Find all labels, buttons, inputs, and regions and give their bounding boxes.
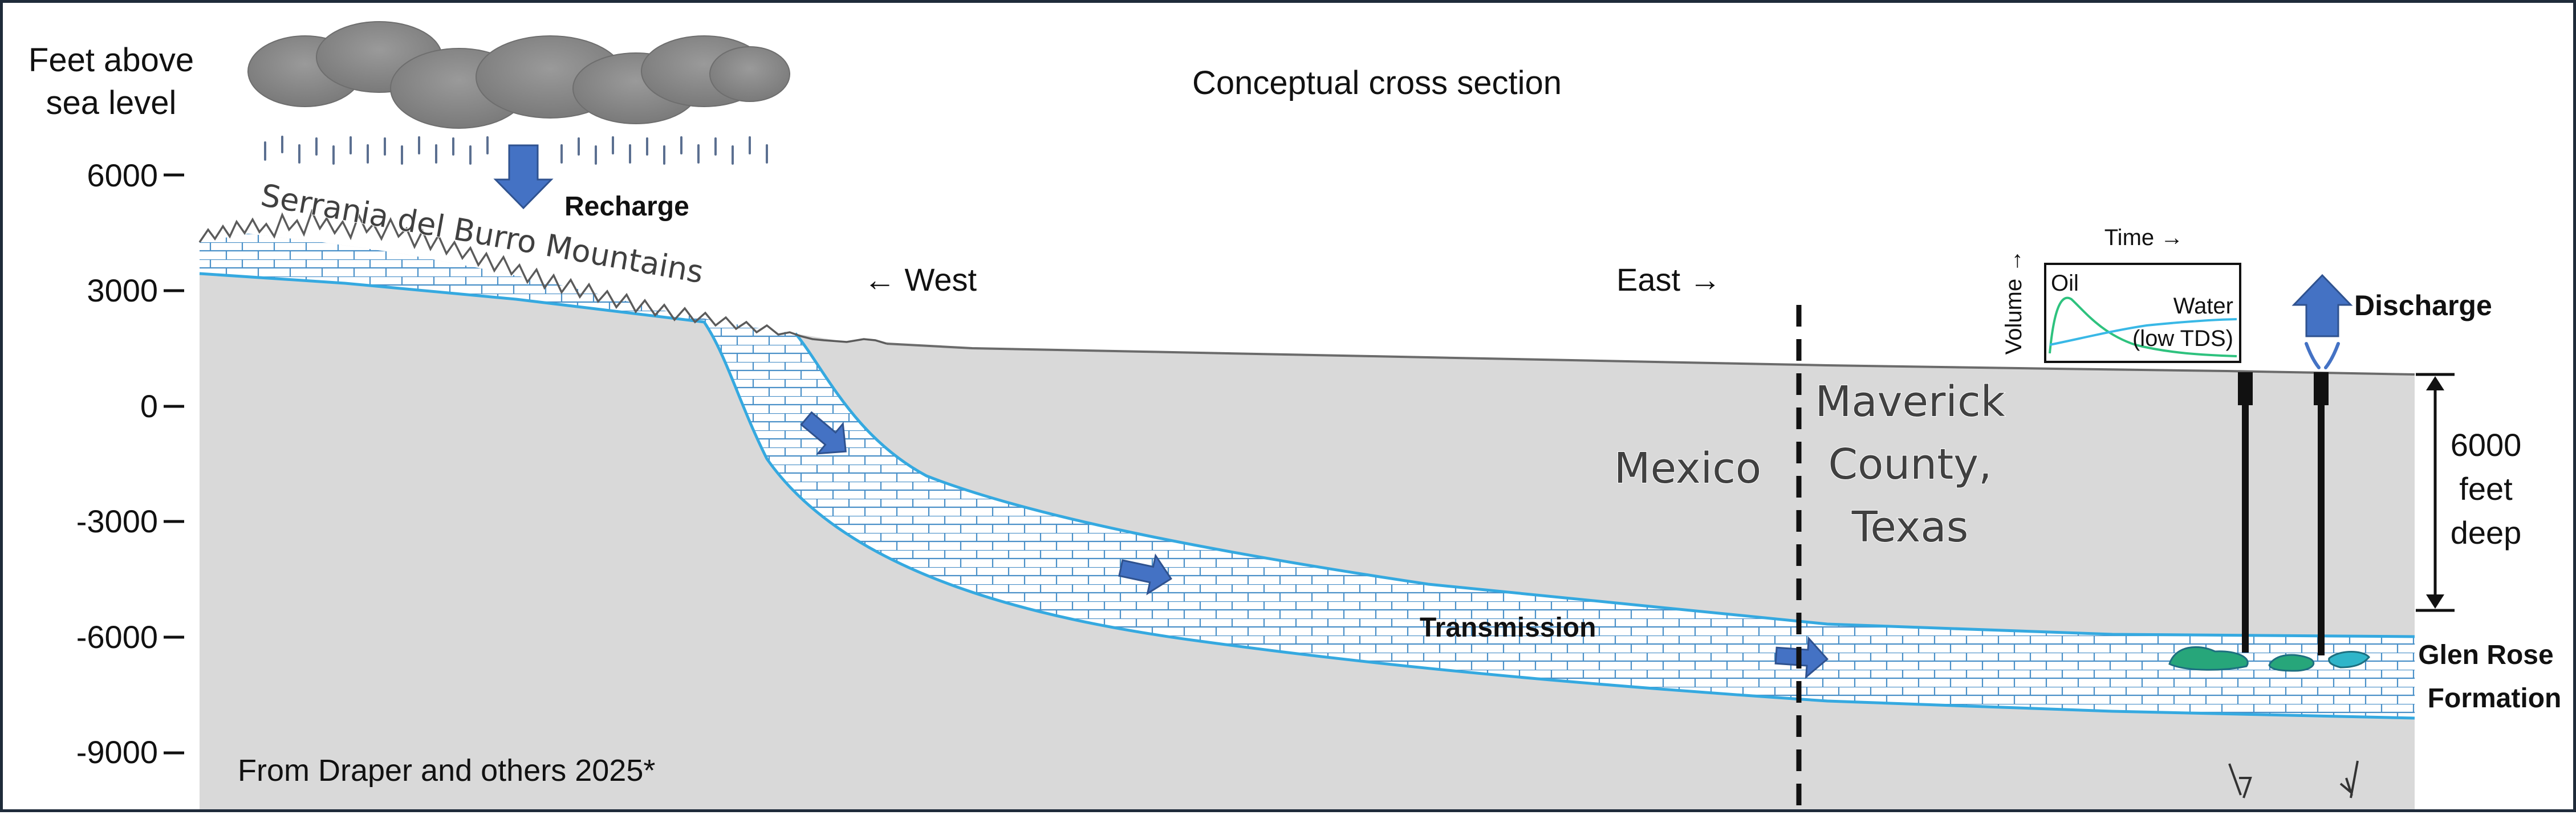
y-tick-minus-6000: -6000 <box>76 619 184 655</box>
y-tick-label: 6000 <box>87 157 158 193</box>
y-tick-label: 3000 <box>87 272 158 308</box>
east-label: East → <box>1616 262 1721 298</box>
y-tick-6000: 6000 <box>87 157 184 193</box>
y-tick-label: 0 <box>140 388 158 424</box>
y-axis-title-line2: sea level <box>46 84 177 121</box>
y-axis: Feet above sea level 6000 3000 0 -3000 -… <box>29 42 194 770</box>
oil-series-label: Oil <box>2051 271 2079 296</box>
depth-label-line1: 6000 <box>2451 427 2522 463</box>
transmission-label: Transmission <box>1420 613 1596 643</box>
y-axis-title-line1: Feet above <box>29 42 194 79</box>
ground-surface-line <box>886 343 2415 376</box>
discharge-label: Discharge <box>2354 290 2492 321</box>
water-series-label: Water <box>2173 294 2233 319</box>
oil-pocket-icon <box>2168 646 2249 671</box>
formation-label-line1: Glen Rose <box>2418 640 2553 670</box>
recharge-arrow-icon <box>493 144 554 210</box>
water-series-sublabel: (low TDS) <box>2132 326 2233 351</box>
diagram-title: Conceptual cross section <box>1192 64 1562 101</box>
flow-arrow-icon <box>1118 553 1173 596</box>
inset-y-label: Volume → <box>2001 250 2026 355</box>
well-icon <box>2314 372 2329 655</box>
oil-pocket-icon <box>2268 654 2315 672</box>
y-tick-3000: 3000 <box>87 272 184 308</box>
y-tick-minus-3000: -3000 <box>76 503 184 539</box>
west-label: ← West <box>864 262 977 298</box>
fault-icon <box>2228 763 2252 798</box>
depth-indicator <box>2416 373 2455 612</box>
depth-label-line2: feet <box>2459 471 2513 507</box>
y-tick-label: -6000 <box>76 619 158 655</box>
y-tick-0: 0 <box>140 388 184 424</box>
formation-label-line2: Formation <box>2428 683 2562 714</box>
source-label: From Draper and others 2025* <box>238 753 655 788</box>
oil-curve <box>2049 296 2237 357</box>
y-tick-label: -9000 <box>76 734 158 770</box>
fault-icon <box>2339 760 2359 798</box>
oil-pocket-icon <box>2328 651 2370 669</box>
cloud-icon <box>247 21 790 129</box>
county-label-line2: County, <box>1828 440 1992 489</box>
recharge-label: Recharge <box>564 191 689 222</box>
flow-arrow-icon <box>800 411 847 455</box>
rain-icon <box>264 136 768 165</box>
water-curve <box>2049 318 2237 346</box>
mexico-label: Mexico <box>1614 444 1761 493</box>
inset-x-label: Time → <box>2104 225 2184 250</box>
spring-icon <box>2305 342 2340 369</box>
county-label-line1: Maverick <box>1815 377 2005 426</box>
cross-section-diagram: Feet above sea level 6000 3000 0 -3000 -… <box>29 21 2562 809</box>
county-label-line3: Texas <box>1851 503 1969 552</box>
aquifer-bottom-line <box>199 272 2415 720</box>
well-icon <box>2238 372 2253 653</box>
depth-label-line3: deep <box>2451 515 2522 551</box>
y-tick-minus-9000: -9000 <box>76 734 184 770</box>
inset-chart: Time → Volume → Oil Water (low TDS) <box>2001 225 2241 363</box>
discharge-arrow-icon <box>2291 274 2353 337</box>
glen-rose-aquifer <box>200 234 2415 718</box>
mountain-ridge-line <box>198 209 887 345</box>
y-tick-label: -3000 <box>76 503 158 539</box>
aquifer-top-line <box>794 332 2415 638</box>
